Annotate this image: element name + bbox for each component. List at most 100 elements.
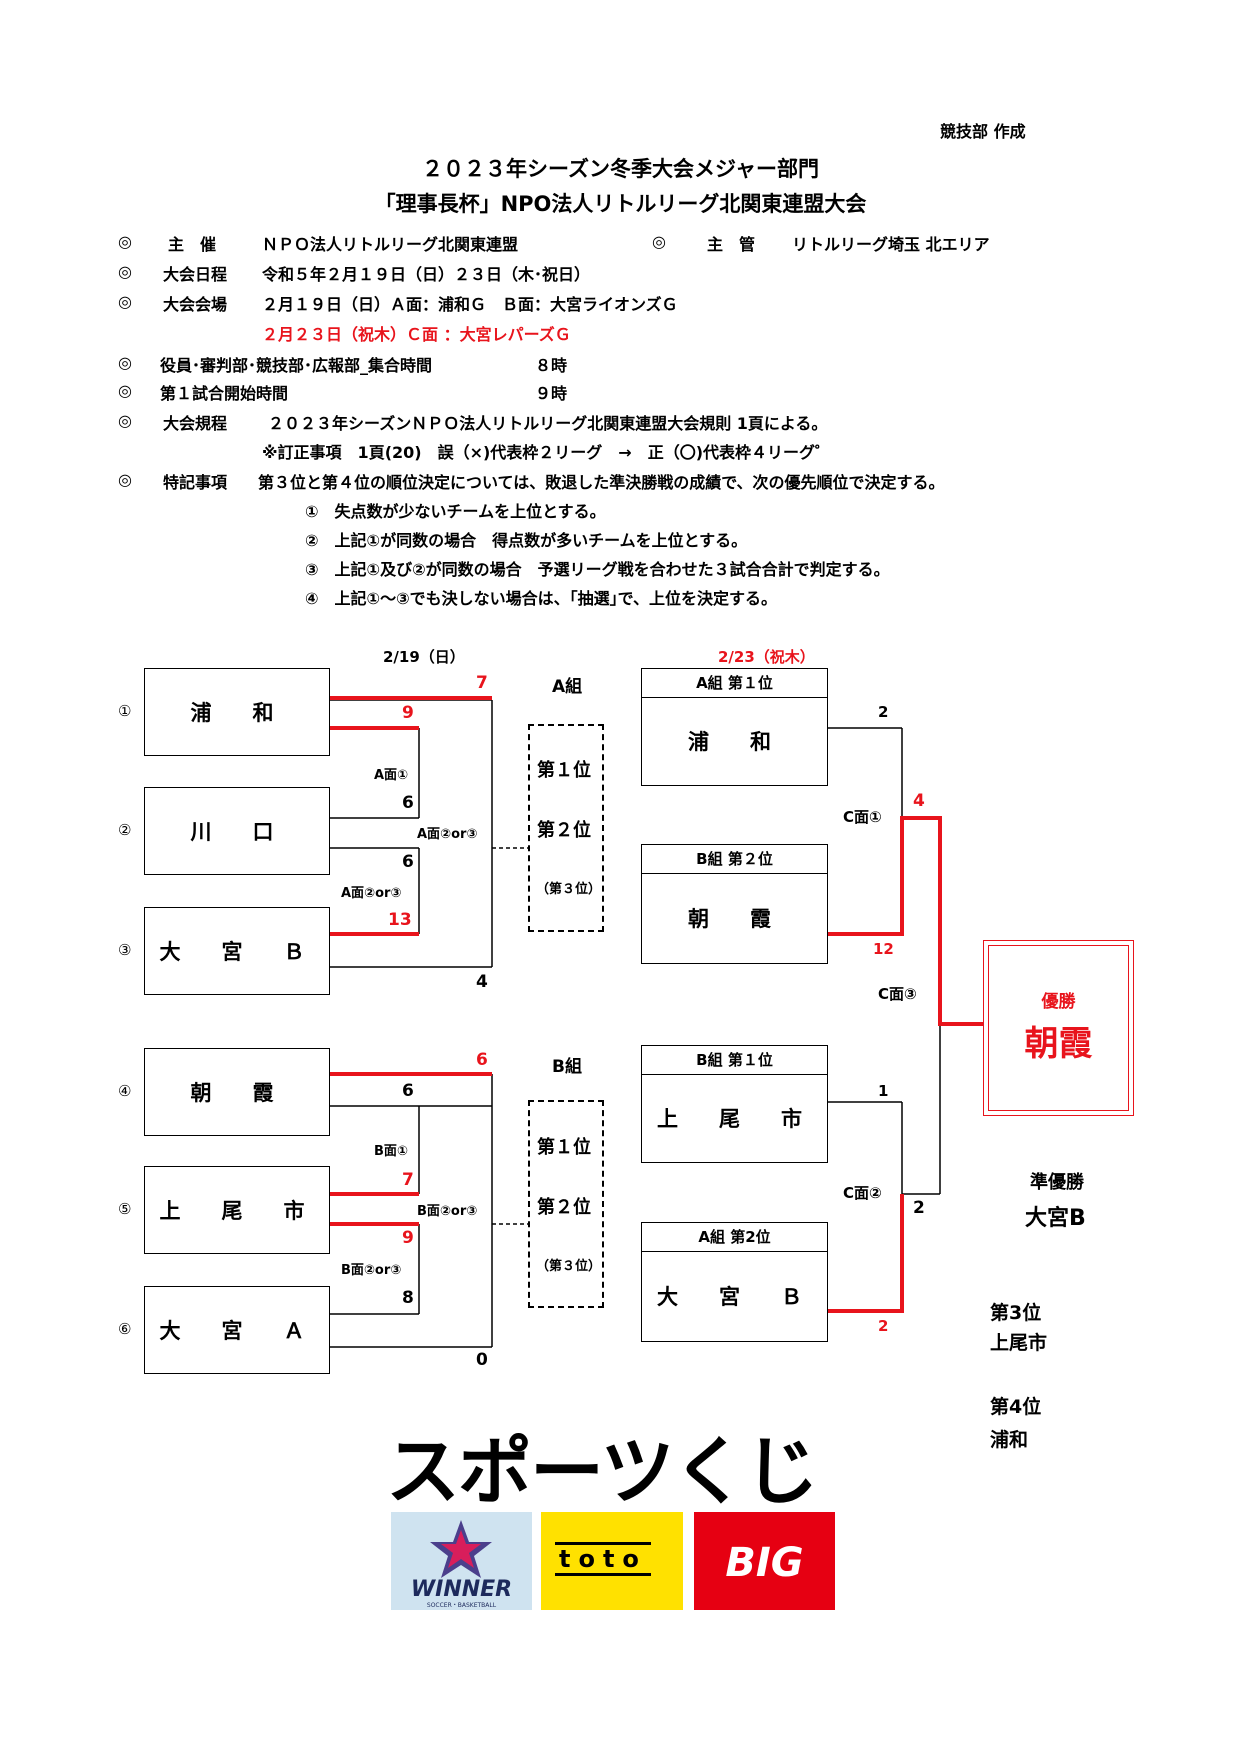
venue-value-c: ２月２３日（祝木）Ｃ面 ：大宮レパーズＧ bbox=[262, 325, 571, 344]
schedule-label: 大会日程 bbox=[163, 265, 228, 284]
team-box: 大 宮 Ｂ bbox=[144, 907, 330, 995]
team-box: 上 尾 市 bbox=[144, 1166, 330, 1254]
bullet: ◎ bbox=[118, 470, 132, 489]
field-label: A面① bbox=[374, 768, 409, 783]
star-icon bbox=[430, 1520, 492, 1578]
rules-label: 大会規程 bbox=[163, 414, 228, 433]
team-box: 大 宮 Ａ bbox=[144, 1286, 330, 1374]
seed-number: ④ bbox=[118, 1082, 132, 1100]
score: 2 bbox=[913, 1198, 925, 1218]
seed-number: ⑤ bbox=[118, 1200, 132, 1218]
semi-team-name: 上 尾 市 bbox=[657, 1107, 812, 1131]
venue-value: ２月１９日（日）Ａ面：浦和Ｇ Ｂ面：大宮ライオンズＧ bbox=[262, 295, 678, 314]
semi-slot-label: B組 第１位 bbox=[642, 1046, 827, 1075]
champion-box: 優勝 朝霞 bbox=[983, 940, 1134, 1116]
seed-number: ② bbox=[118, 821, 132, 839]
runner-up-label: 準優勝 bbox=[1030, 1172, 1084, 1193]
staff-label: 役員･審判部･競技部･広報部_集合時間 bbox=[160, 356, 433, 375]
semi-team-name: 浦 和 bbox=[688, 730, 781, 754]
group-b-label: B組 bbox=[552, 1057, 582, 1077]
score: 4 bbox=[476, 972, 488, 992]
venue-label: 大会会場 bbox=[163, 295, 228, 314]
host-value: ＮＰＯ法人リトルリーグ北関東連盟 bbox=[262, 235, 519, 254]
semi-slot-label: A組 第2位 bbox=[642, 1223, 827, 1252]
rules-value: ２０２３年シーズンＮＰＯ法人リトルリーグ北関東連盟大会規則 1頁による。 bbox=[268, 414, 828, 433]
third-place-label: 第3位 bbox=[990, 1302, 1042, 1324]
fourth-place-label: 第4位 bbox=[990, 1396, 1042, 1418]
big-logo: BIG bbox=[694, 1512, 835, 1610]
score: 0 bbox=[476, 1350, 488, 1370]
bullet: ◎ bbox=[652, 232, 666, 251]
rules-note: ※訂正事項 1頁(20) 誤（×)代表枠２リーグ → 正（〇)代表枠４リーグ゜ bbox=[262, 443, 832, 462]
field-label: B面②or③ bbox=[417, 1204, 478, 1219]
score: 12 bbox=[873, 940, 894, 958]
seed-number: ③ bbox=[118, 941, 132, 959]
rank-first: 第１位 bbox=[537, 760, 591, 781]
winner-subtext: SOCCER・BASKETBALL bbox=[426, 1602, 497, 1609]
field-label: A面②or③ bbox=[341, 886, 402, 901]
third-place-name: 上尾市 bbox=[990, 1332, 1048, 1354]
author-note: 競技部 作成 bbox=[940, 122, 1026, 141]
group-b-rank-box bbox=[528, 1100, 604, 1308]
score: 4 bbox=[913, 791, 925, 811]
bullet: ◎ bbox=[118, 411, 132, 430]
score: 6 bbox=[402, 1081, 414, 1101]
semi-slot-label: A組 第１位 bbox=[642, 669, 827, 698]
group-a-label: A組 bbox=[552, 677, 583, 697]
bullet: ◎ bbox=[118, 353, 132, 372]
field-label: A面②or③ bbox=[417, 827, 478, 842]
field-label: B面②or③ bbox=[341, 1263, 402, 1278]
score: 6 bbox=[476, 1050, 488, 1070]
bullet: ◎ bbox=[118, 381, 132, 400]
rank-second: 第２位 bbox=[537, 1197, 591, 1218]
schedule-value: 令和５年２月１９日（日）２３日（木･祝日） bbox=[262, 265, 591, 284]
semi-team-box: B組 第２位 朝 霞 bbox=[641, 844, 828, 964]
team-box: 川 口 bbox=[144, 787, 330, 875]
field-label: C面① bbox=[843, 808, 882, 826]
toto-logo: toto bbox=[541, 1512, 683, 1610]
semi-team-box: A組 第2位 大 宮 Ｂ bbox=[641, 1222, 828, 1342]
champion-name: 朝霞 bbox=[1024, 1024, 1093, 1064]
score: 9 bbox=[402, 1228, 414, 1248]
semi-team-name: 朝 霞 bbox=[688, 907, 781, 931]
winner-logo: WINNER SOCCER・BASKETBALL bbox=[391, 1512, 532, 1610]
team-box: 浦 和 bbox=[144, 668, 330, 756]
bullet: ◎ bbox=[118, 262, 132, 281]
special-label: 特記事項 bbox=[163, 473, 228, 492]
toto-text: toto bbox=[555, 1542, 651, 1576]
page-title: ２０２３年シーズン冬季大会メジャー部門 bbox=[422, 157, 819, 181]
manage-label: 主 管 bbox=[707, 235, 756, 254]
fourth-place-name: 浦和 bbox=[990, 1429, 1029, 1451]
field-label: C面② bbox=[843, 1184, 882, 1202]
score: 7 bbox=[476, 673, 488, 693]
seed-number: ⑥ bbox=[118, 1320, 132, 1338]
special-item: ④ 上記①～③でも決しない場合は、｢抽選｣で、上位を決定する。 bbox=[305, 589, 778, 608]
semi-team-box: A組 第１位 浦 和 bbox=[641, 668, 828, 786]
rank-third: （第３位） bbox=[536, 1259, 602, 1274]
semi-team-name: 大 宮 Ｂ bbox=[657, 1285, 812, 1309]
special-item: ① 失点数が少ないチームを上位とする。 bbox=[305, 502, 606, 521]
special-value: 第３位と第４位の順位決定については、敗退した準決勝戦の成績で、次の優先順位で決定… bbox=[258, 473, 945, 492]
score: 13 bbox=[388, 910, 412, 930]
team-box: 朝 霞 bbox=[144, 1048, 330, 1136]
winner-text: WINNER bbox=[410, 1577, 513, 1602]
field-label: B面① bbox=[374, 1144, 408, 1159]
score: 7 bbox=[402, 1170, 414, 1190]
bullet: ◎ bbox=[118, 232, 132, 251]
score: 6 bbox=[402, 852, 414, 872]
score: 2 bbox=[878, 703, 889, 721]
rank-first: 第１位 bbox=[537, 1137, 591, 1158]
page-subtitle: 「理事長杯」NPO法人リトルリーグ北関東連盟大会 bbox=[374, 192, 867, 216]
champion-label: 優勝 bbox=[1041, 992, 1076, 1012]
score: 9 bbox=[402, 703, 414, 723]
first-game-value: ９時 bbox=[535, 384, 568, 403]
manage-value: リトルリーグ埼玉 北エリア bbox=[792, 235, 990, 254]
score: 2 bbox=[878, 1317, 889, 1335]
rank-second: 第２位 bbox=[537, 820, 591, 841]
semi-team-box: B組 第１位 上 尾 市 bbox=[641, 1045, 828, 1163]
runner-up-name: 大宮B bbox=[1025, 1206, 1086, 1231]
sports-kuji-logo: スポーツくじ bbox=[386, 1429, 819, 1515]
special-item: ③ 上記①及び②が同数の場合 予選リーグ戦を合わせた３試合合計で判定する。 bbox=[305, 560, 890, 579]
score: 8 bbox=[402, 1288, 414, 1308]
